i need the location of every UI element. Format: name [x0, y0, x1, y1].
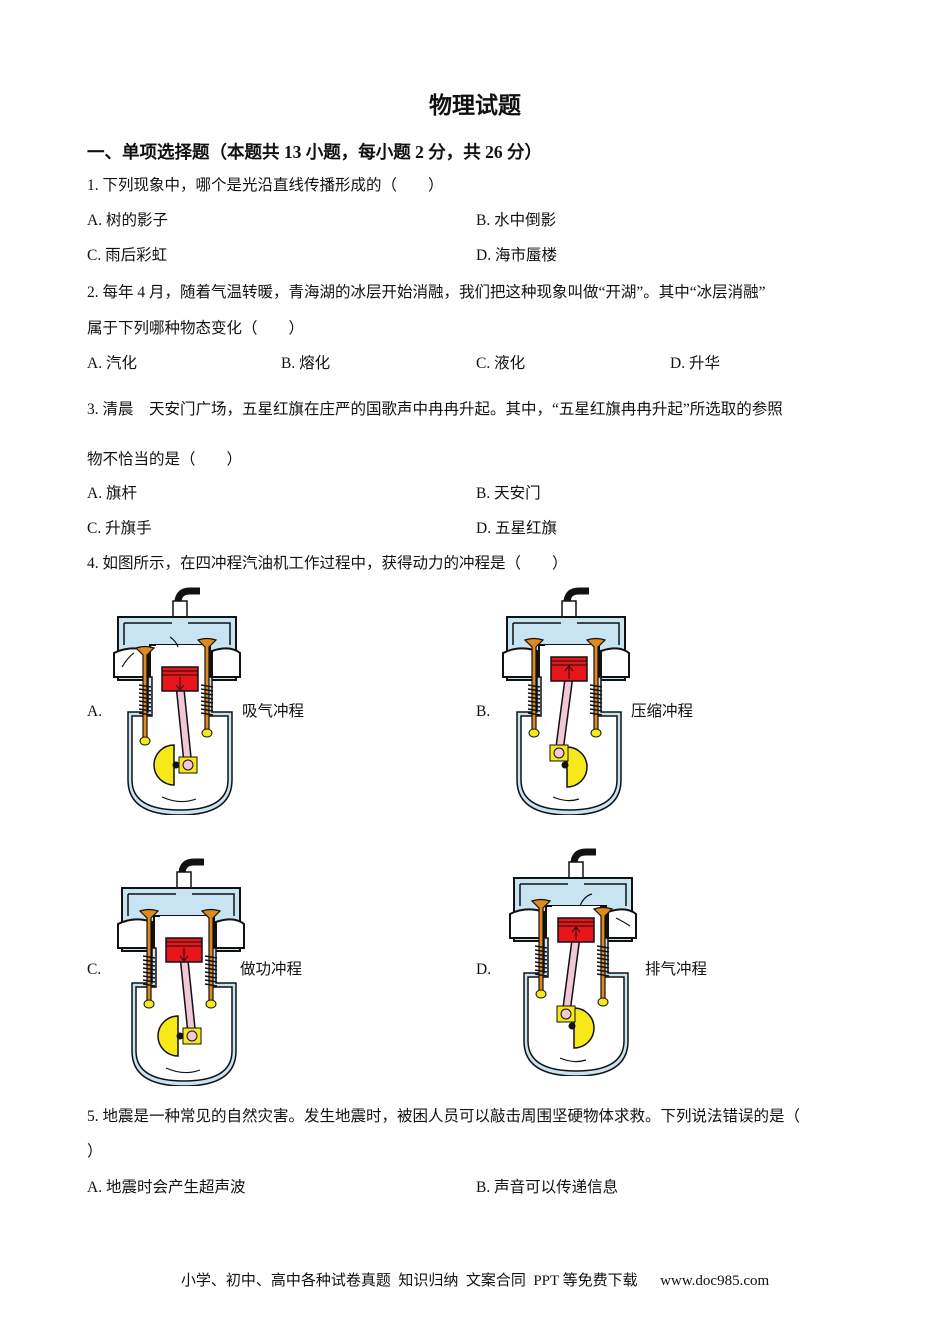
rotation-arrow-icon	[165, 1067, 201, 1074]
q4-option-a-letter: A.	[87, 703, 103, 720]
q1-option-a: A. 树的影子	[87, 212, 168, 229]
crankcase	[516, 676, 622, 815]
question-2-stem-line1: 2. 每年 4 月，随着气温转暖，青海湖的冰层开始消融，我们把这种现象叫做“开湖…	[87, 284, 766, 301]
exhaust-valve	[196, 637, 218, 738]
intake-valve	[523, 637, 545, 738]
crankcase	[127, 676, 233, 815]
intake-valve	[530, 898, 552, 999]
piston	[550, 656, 588, 682]
rotation-arrow-icon	[552, 796, 580, 802]
exhaust-port	[211, 647, 241, 678]
question-5-stem-line1: 5. 地震是一种常见的自然灾害。发生地震时，被困人员可以敲击周围坚硬物体求救。下…	[87, 1108, 801, 1125]
question-2-stem-line2: 属于下列哪种物态变化（ ）	[87, 320, 305, 337]
exhaust-port	[600, 647, 630, 678]
question-5-stem-line2: ）	[87, 1143, 103, 1160]
q4-option-c-label: 做功冲程	[240, 961, 303, 978]
question-1-stem: 1. 下列现象中，哪个是光沿直线传播形成的（ ）	[87, 177, 444, 194]
q4-option-c-letter: C.	[87, 961, 102, 978]
exhaust-valve	[592, 906, 614, 1007]
q4-option-b-label: 压缩冲程	[631, 703, 694, 720]
q4-option-d-letter: D.	[476, 961, 492, 978]
exhaust-valve	[200, 908, 222, 1009]
q2-option-b: B. 熔化	[281, 355, 331, 372]
q3-option-a: A. 旗杆	[87, 485, 137, 502]
crankshaft	[566, 746, 588, 788]
q3-option-c: C. 升旗手	[87, 520, 152, 537]
q1-option-d: D. 海市蜃楼	[476, 247, 557, 264]
exhaust-valve	[585, 637, 607, 738]
question-3-stem-line2: 物不恰当的是（ ）	[87, 451, 243, 468]
question-4-stem: 4. 如图所示，在四冲程汽油机工作过程中，获得动力的冲程是（ ）	[87, 555, 568, 572]
q4-option-a-label: 吸气冲程	[242, 703, 305, 720]
exhaust-port	[215, 918, 245, 949]
q2-option-a: A. 汽化	[87, 355, 137, 372]
intake-port	[509, 908, 545, 939]
intake-valve	[134, 645, 156, 746]
piston	[165, 937, 203, 963]
q4-option-d-label: 排气冲程	[645, 961, 708, 978]
intake-port	[117, 918, 153, 949]
engine-diagram-compression	[502, 587, 630, 815]
intake-port	[502, 647, 538, 678]
q1-option-c: C. 雨后彩虹	[87, 247, 168, 264]
exhaust-port	[607, 908, 637, 939]
intake-flow-arrow-icon	[121, 636, 179, 668]
crankshaft	[157, 1015, 179, 1057]
piston	[557, 917, 595, 943]
q2-option-c: C. 液化	[476, 355, 526, 372]
engine-diagram-power	[117, 858, 245, 1086]
crankshaft	[153, 744, 175, 786]
q5-option-a: A. 地震时会产生超声波	[87, 1179, 246, 1196]
rotation-arrow-icon	[161, 796, 197, 803]
engine-diagram-intake	[113, 587, 241, 815]
q3-option-d: D. 五星红旗	[476, 520, 557, 537]
q1-option-b: B. 水中倒影	[476, 212, 557, 229]
section-heading: 一、单项选择题（本题共 13 小题，每小题 2 分，共 26 分）	[87, 142, 542, 162]
rotation-arrow-icon	[559, 1057, 587, 1063]
exhaust-flow-arrow-icon	[579, 893, 631, 927]
crankcase	[131, 947, 237, 1086]
crankshaft	[573, 1007, 595, 1049]
q2-option-d: D. 升华	[670, 355, 720, 372]
q4-option-b-letter: B.	[476, 703, 491, 720]
question-3-stem-line1: 3. 清晨 天安门广场，五星红旗在庄严的国歌声中冉冉升起。其中，“五星红旗冉冉升…	[87, 401, 783, 418]
piston	[161, 666, 199, 692]
crankcase	[523, 937, 629, 1076]
footer-text: 小学、初中、高中各种试卷真题 知识归纳 文案合同 PPT 等免费下载 www.d…	[180, 1273, 770, 1289]
engine-diagram-exhaust	[509, 848, 637, 1076]
intake-valve	[138, 908, 160, 1009]
q5-option-b: B. 声音可以传递信息	[476, 1179, 619, 1196]
page-title: 物理试题	[429, 93, 521, 118]
q3-option-b: B. 天安门	[476, 485, 541, 502]
